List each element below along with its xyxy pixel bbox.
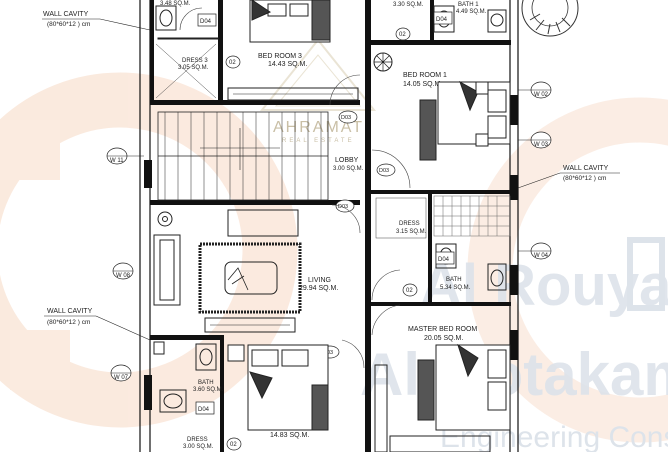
dress3-name: DRESS 3 — [182, 58, 208, 64]
svg-text:D04: D04 — [198, 407, 210, 413]
watermark-arc-right — [467, 97, 668, 443]
svg-text:D04: D04 — [438, 257, 450, 263]
door-d04-bath1: D04 — [433, 11, 453, 25]
wardrobe-bed3 — [227, 87, 359, 101]
door-d03-bed1: D03 — [371, 149, 411, 189]
bath1-name: BATH 1 — [458, 2, 479, 8]
bedroom1-area: 14.05 SQ.M. — [403, 81, 442, 88]
door-02-dress3: 02 — [225, 55, 241, 69]
dress-mid-room — [375, 197, 427, 239]
staircase — [157, 111, 329, 201]
bath-bl-area: 3.60 SQ.M. — [193, 387, 224, 393]
svg-text:W 07: W 07 — [114, 375, 129, 381]
door-d03-lobby: D03 — [331, 199, 361, 234]
door-02-mid: 02 — [402, 283, 418, 297]
svg-text:W 02: W 02 — [534, 92, 549, 98]
fan-icon — [157, 211, 173, 227]
svg-text:W 08: W 08 — [116, 273, 131, 279]
bed-bottom — [227, 344, 329, 431]
dress-bl-area: 3.00 SQ.M. — [183, 444, 214, 450]
svg-text:02: 02 — [406, 288, 413, 294]
wall-cavity-dims: (80*60*12 ) cm — [563, 175, 606, 182]
bed3 — [249, 0, 331, 43]
lobby-name: LOBBY — [335, 157, 359, 164]
dress-bl-name: DRESS — [187, 437, 208, 443]
svg-text:D03: D03 — [379, 168, 389, 174]
living-name: LIVING — [308, 277, 331, 284]
window-tag-w02: W 02 — [518, 81, 552, 99]
master-area: 20.05 SQ.M. — [424, 335, 463, 342]
window-tag-w03: W 03 — [518, 131, 552, 149]
bath3-area: 3.48 SQ.M. — [160, 1, 191, 7]
wall-cavity-top-left: WALL CAVITY (80*60*12 ) cm — [42, 11, 151, 31]
bath-mid-area: 5.34 SQ.M. — [440, 285, 471, 291]
dress-mid-area: 3.15 SQ.M. — [396, 229, 427, 235]
living-area: 29.94 SQ.M. — [299, 285, 338, 292]
bed1 — [419, 80, 511, 161]
door-d04-top: D04 — [179, 7, 217, 31]
svg-text:D04: D04 — [436, 17, 448, 23]
wall-cavity-label: WALL CAVITY — [563, 165, 609, 172]
spiral-stair-icon — [521, 0, 579, 37]
window-tag-w08: W 08 — [112, 262, 134, 280]
door-d03-bed3: D03 — [329, 74, 361, 124]
bath-bl-fixtures — [153, 341, 217, 413]
master-name: MASTER BED ROOM — [408, 326, 477, 333]
wall-cavity-dims: (80*60*12 ) cm — [47, 319, 90, 326]
svg-text:02: 02 — [399, 32, 406, 38]
svg-text:W 04: W 04 — [534, 253, 549, 259]
door-02-bottom: 02 — [226, 437, 242, 451]
plant-icon — [373, 52, 393, 72]
svg-text:D03: D03 — [341, 115, 351, 121]
door-swing-mid — [371, 269, 401, 301]
window-tag-w07: W 07 — [110, 364, 132, 382]
dress-mid-name: DRESS — [399, 221, 420, 227]
watermark-brand-sub: REAL ESTATE — [282, 138, 355, 144]
living-furniture — [153, 209, 302, 333]
master-bed — [389, 343, 511, 452]
svg-text:02: 02 — [229, 60, 236, 66]
watermark-brand-logo — [259, 38, 377, 111]
door-02-top: 02 — [395, 27, 411, 41]
bath3-fixtures — [155, 5, 219, 40]
svg-text:D04: D04 — [200, 19, 212, 25]
window-tag-w04: W 04 — [518, 242, 552, 260]
window-tag-w11: W 11 — [106, 147, 144, 165]
shower-tiles — [433, 195, 511, 237]
bath-mid-name: BATH — [446, 277, 462, 283]
door-d04-bath-mid: D04 — [435, 251, 455, 265]
door-d04-bath-bl: D04 — [195, 401, 215, 415]
dress3-area: 3.05 SQ.M. — [178, 65, 209, 71]
wall-fills — [144, 0, 518, 452]
wall-cavity-bottom-left: WALL CAVITY (80*60*12 ) cm — [44, 308, 151, 341]
lobby-area: 3.00 SQ.M. — [333, 166, 364, 172]
bedroom3-area: 14.43 SQ.M. — [268, 61, 307, 68]
watermark-brand: AHRAMAT — [273, 119, 364, 136]
wall-cavity-mid-right: WALL CAVITY (80*60*12 ) cm — [517, 165, 620, 189]
bath1-area: 4.49 SQ.M. — [456, 9, 487, 15]
bath-bl-name: BATH — [198, 380, 214, 386]
wall-cavity-label: WALL CAVITY — [47, 308, 93, 315]
door-swing-bottom — [341, 339, 365, 369]
watermark-gear — [0, 72, 298, 428]
bedroom1-name: BED ROOM 1 — [403, 72, 447, 79]
dress3-room — [155, 43, 217, 99]
bed-bottom-area: 14.83 SQ.M. — [270, 432, 309, 439]
watermark-company-a: Al Rouya — [420, 253, 668, 318]
svg-text:W 11: W 11 — [110, 158, 124, 164]
svg-text:W 03: W 03 — [534, 142, 549, 148]
top-small-area: 3.30 SQ.M. — [393, 2, 424, 8]
watermark-bar-icon — [627, 237, 665, 311]
bedroom3-name: BED ROOM 3 — [258, 53, 302, 60]
wall-cavity-dims: (80*60*12 ) cm — [47, 21, 90, 28]
wall-cavity-label: WALL CAVITY — [43, 11, 89, 18]
door-swing-master — [371, 304, 401, 336]
wardrobe-master — [374, 364, 388, 452]
svg-text:02: 02 — [230, 442, 237, 448]
